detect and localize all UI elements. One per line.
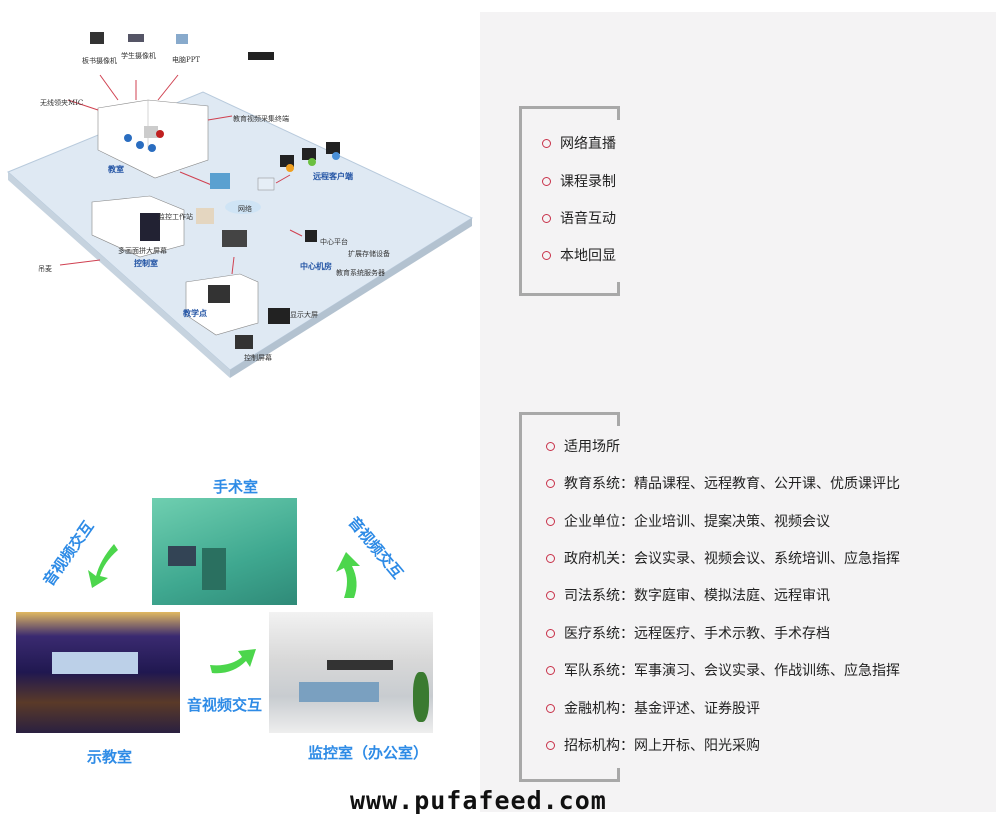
label-control-room: 控制室: [134, 259, 158, 268]
application-item: 金融机构：基金评述、证券股评: [546, 698, 760, 718]
label-center-platform: 中心平台: [320, 238, 348, 246]
circle-bullet-icon: [546, 478, 555, 488]
application-label: 教育系统：精品课程、远程教育、公开课、优质课评比: [564, 476, 900, 492]
watermark-url: www.pufafeed.com: [350, 786, 607, 815]
application-label: 司法系统：数字庭审、模拟法庭、远程审讯: [564, 588, 830, 604]
application-label: 适用场所: [564, 439, 620, 455]
circle-bullet-icon: [542, 138, 551, 148]
application-label: 招标机构：网上开标、阳光采购: [564, 738, 760, 754]
surgery-room-photo: [152, 498, 297, 605]
label-student-camera: 学生摄像机: [121, 52, 156, 60]
circle-bullet-icon: [546, 553, 555, 563]
label-board-camera: 板书摄像机: [82, 57, 117, 65]
label-server: 教育系统服务器: [336, 269, 385, 277]
feature-item: 课程录制: [542, 171, 616, 191]
application-item: 政府机关：会议实录、视频会议、系统培训、应急指挥: [546, 548, 900, 568]
application-item: 司法系统：数字庭审、模拟法庭、远程审讯: [546, 585, 830, 605]
circle-bullet-icon: [546, 590, 555, 600]
feature-label: 课程录制: [560, 174, 616, 190]
feature-label: 网络直播: [560, 136, 616, 152]
circle-bullet-icon: [542, 213, 551, 223]
surgery-room-label: 手术室: [213, 478, 259, 496]
application-item: 适用场所: [546, 436, 620, 456]
arrow-up-icon: [336, 552, 360, 598]
application-label: 政府机关：会议实录、视频会议、系统培训、应急指挥: [564, 551, 900, 567]
circle-bullet-icon: [546, 665, 555, 675]
demo-classroom-photo: [16, 612, 180, 733]
circle-bullet-icon: [546, 703, 555, 713]
label-center-room: 中心机房: [300, 262, 332, 271]
monitor-room-photo: [269, 612, 433, 733]
circle-bullet-icon: [546, 516, 555, 526]
label-classroom: 教室: [108, 165, 124, 174]
label-display-screen: 显示大屏: [290, 311, 318, 319]
label-teaching-point: 教学点: [183, 309, 207, 318]
application-item: 医疗系统：远程医疗、手术示教、手术存档: [546, 623, 830, 643]
circle-bullet-icon: [542, 176, 551, 186]
label-network: 网络: [238, 205, 252, 213]
feature-item: 语音互动: [542, 208, 616, 228]
feature-label: 本地回显: [560, 248, 616, 264]
label-pc-ppt: 电脑PPT: [172, 56, 201, 64]
features-bracket: [519, 106, 620, 296]
monitor-room-label: 监控室（办公室）: [308, 744, 429, 762]
circle-bullet-icon: [546, 628, 555, 638]
circle-bullet-icon: [542, 250, 551, 260]
application-item: 企业单位：企业培训、提案决策、视频会议: [546, 511, 830, 531]
application-item: 军队系统：军事演习、会议实录、作战训练、应急指挥: [546, 660, 900, 680]
system-diagram: 板书摄像机 学生摄像机 电脑PPT 无线领夹MIC 教育视频采集终端 教室 远程…: [0, 20, 480, 380]
label-storage: 扩展存储设备: [348, 250, 390, 258]
arrow-down-left-icon: [88, 544, 118, 588]
application-label: 医疗系统：远程医疗、手术示教、手术存档: [564, 626, 830, 642]
label-multi-screen: 多画面拼大屏幕: [118, 247, 167, 255]
application-label: 金融机构：基金评述、证券股评: [564, 701, 760, 717]
label-control-screen: 控制屏幕: [244, 354, 272, 362]
circle-bullet-icon: [546, 740, 555, 750]
application-item: 招标机构：网上开标、阳光采购: [546, 735, 760, 755]
label-hanging-mic: 吊麦: [38, 265, 52, 273]
feature-item: 本地回显: [542, 245, 616, 265]
application-label: 企业单位：企业培训、提案决策、视频会议: [564, 514, 830, 530]
label-monitor-station: 监控工作站: [158, 213, 193, 221]
applications-bracket: [519, 412, 620, 782]
feature-label: 语音互动: [560, 211, 616, 227]
application-label: 军队系统：军事演习、会议实录、作战训练、应急指挥: [564, 663, 900, 679]
label-capture-terminal: 教育视频采集终端: [233, 115, 289, 123]
label-wireless-mic: 无线领夹MIC: [40, 99, 84, 107]
label-remote-client: 远程客户端: [313, 172, 353, 181]
diagram-floor: [7, 32, 474, 378]
arrow-right-icon: [210, 649, 256, 674]
circle-bullet-icon: [546, 441, 555, 451]
av-interaction-label-bottom: 音视频交互: [187, 696, 263, 714]
feature-item: 网络直播: [542, 133, 616, 153]
application-item: 教育系统：精品课程、远程教育、公开课、优质课评比: [546, 473, 900, 493]
demo-classroom-label: 示教室: [87, 748, 133, 766]
